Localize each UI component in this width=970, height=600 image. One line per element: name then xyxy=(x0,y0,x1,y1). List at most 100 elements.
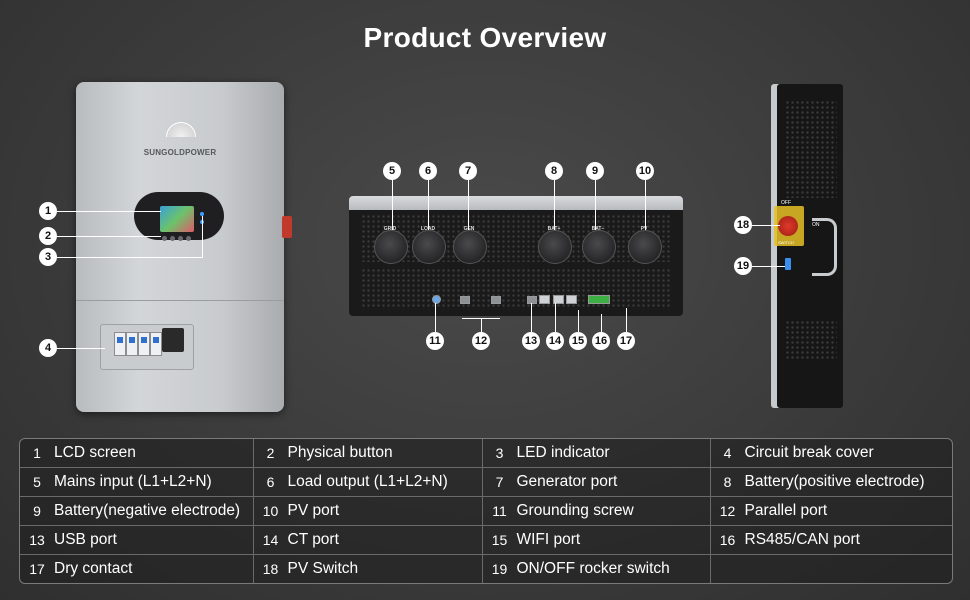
callout-12: 12 xyxy=(472,332,490,350)
led-indicator-icon xyxy=(200,212,204,216)
legend-number: 3 xyxy=(495,445,504,461)
leader-line xyxy=(462,318,500,319)
legend-cell: 14 CT port xyxy=(253,525,483,555)
legend-label: LCD screen xyxy=(54,444,136,461)
legend-label: PV Switch xyxy=(287,560,359,577)
ct-port xyxy=(539,295,550,304)
callout-15: 15 xyxy=(569,332,587,350)
callout-11: 11 xyxy=(426,332,444,350)
legend-cell xyxy=(710,555,952,584)
legend-cell: 1 LCD screen xyxy=(20,439,254,468)
panel-seam xyxy=(76,300,284,301)
gland-label-bat-positive: BAT+ xyxy=(538,226,570,232)
rocker-switch xyxy=(785,258,791,270)
legend-number: 9 xyxy=(33,503,41,519)
physical-button-icon xyxy=(162,236,167,241)
gland-label-load: LOAD xyxy=(412,226,444,232)
legend-number: 7 xyxy=(495,474,504,490)
breaker-switch xyxy=(126,332,138,356)
lcd-screen xyxy=(160,206,194,232)
legend-number: 11 xyxy=(492,503,507,519)
legend-label: Parallel port xyxy=(744,502,828,519)
legend-label: CT port xyxy=(287,531,339,548)
legend-label: USB port xyxy=(54,531,117,548)
legend-number: 2 xyxy=(266,445,275,461)
legend-label: Dry contact xyxy=(54,560,133,577)
leader-line xyxy=(57,211,161,212)
callout-1: 1 xyxy=(39,202,57,220)
vent-mesh xyxy=(785,320,837,360)
parallel-port xyxy=(460,296,470,304)
gland-label-pv: PV xyxy=(640,226,648,232)
legend-number: 10 xyxy=(262,503,279,519)
pv-switch-knob xyxy=(778,216,798,236)
top-strip xyxy=(349,196,683,210)
legend-label: Circuit break cover xyxy=(744,444,874,461)
legend-number: 15 xyxy=(491,532,508,548)
leader-line xyxy=(645,180,646,230)
wifi-port xyxy=(553,295,564,304)
gland-label-gen: GEN xyxy=(463,226,475,232)
breaker-switch xyxy=(114,332,126,356)
callout-9: 9 xyxy=(586,162,604,180)
legend-label: Grounding screw xyxy=(516,502,634,519)
leader-line xyxy=(626,308,627,332)
bat-positive-gland xyxy=(538,230,572,264)
sun-logo-icon xyxy=(166,122,196,137)
inverter-front-view: SUNGOLDPOWER xyxy=(76,82,292,412)
legend-label: PV port xyxy=(287,502,340,519)
switch-caption: SWITCH xyxy=(778,240,794,245)
legend-number: 4 xyxy=(723,445,732,461)
legend-number: 19 xyxy=(491,561,508,577)
legend-label: Load output (L1+L2+N) xyxy=(287,473,448,490)
leader-line xyxy=(435,303,436,332)
legend-label: WIFI port xyxy=(516,531,581,548)
callout-6: 6 xyxy=(419,162,437,180)
legend-cell: 6 Load output (L1+L2+N) xyxy=(253,467,483,497)
legend-label: RS485/CAN port xyxy=(744,531,860,548)
legend-number: 1 xyxy=(33,445,41,461)
legend-label: LED indicator xyxy=(516,444,610,461)
callout-7: 7 xyxy=(459,162,477,180)
gland-label-bat-negative: BAT− xyxy=(591,226,605,232)
leader-line xyxy=(392,180,393,230)
leader-line xyxy=(752,266,785,267)
callout-2: 2 xyxy=(39,227,57,245)
rs485-can-port xyxy=(566,295,577,304)
vent-mesh xyxy=(785,100,837,198)
bat-negative-gland xyxy=(582,230,616,264)
main-breaker xyxy=(162,328,184,352)
callout-14: 14 xyxy=(546,332,564,350)
legend-number: 14 xyxy=(262,532,279,548)
legend-label: Generator port xyxy=(516,473,618,490)
legend-number: 16 xyxy=(719,532,736,548)
legend-number: 6 xyxy=(266,474,275,490)
legend-cell: 16 RS485/CAN port xyxy=(710,525,952,555)
switch-off-label: OFF xyxy=(781,200,791,206)
callout-17: 17 xyxy=(617,332,635,350)
callout-8: 8 xyxy=(545,162,563,180)
side-switch-knob xyxy=(282,216,292,238)
physical-button-icon xyxy=(178,236,183,241)
load-gland xyxy=(412,230,446,264)
dry-contact-terminal xyxy=(588,295,610,304)
usb-port xyxy=(527,296,537,304)
legend-number: 18 xyxy=(262,561,279,577)
gland-label-grid: GRID xyxy=(383,226,397,232)
leader-line xyxy=(578,310,579,332)
leader-line xyxy=(202,216,203,258)
callout-19: 19 xyxy=(734,257,752,275)
leader-line xyxy=(555,303,556,332)
carry-handle xyxy=(812,218,837,276)
